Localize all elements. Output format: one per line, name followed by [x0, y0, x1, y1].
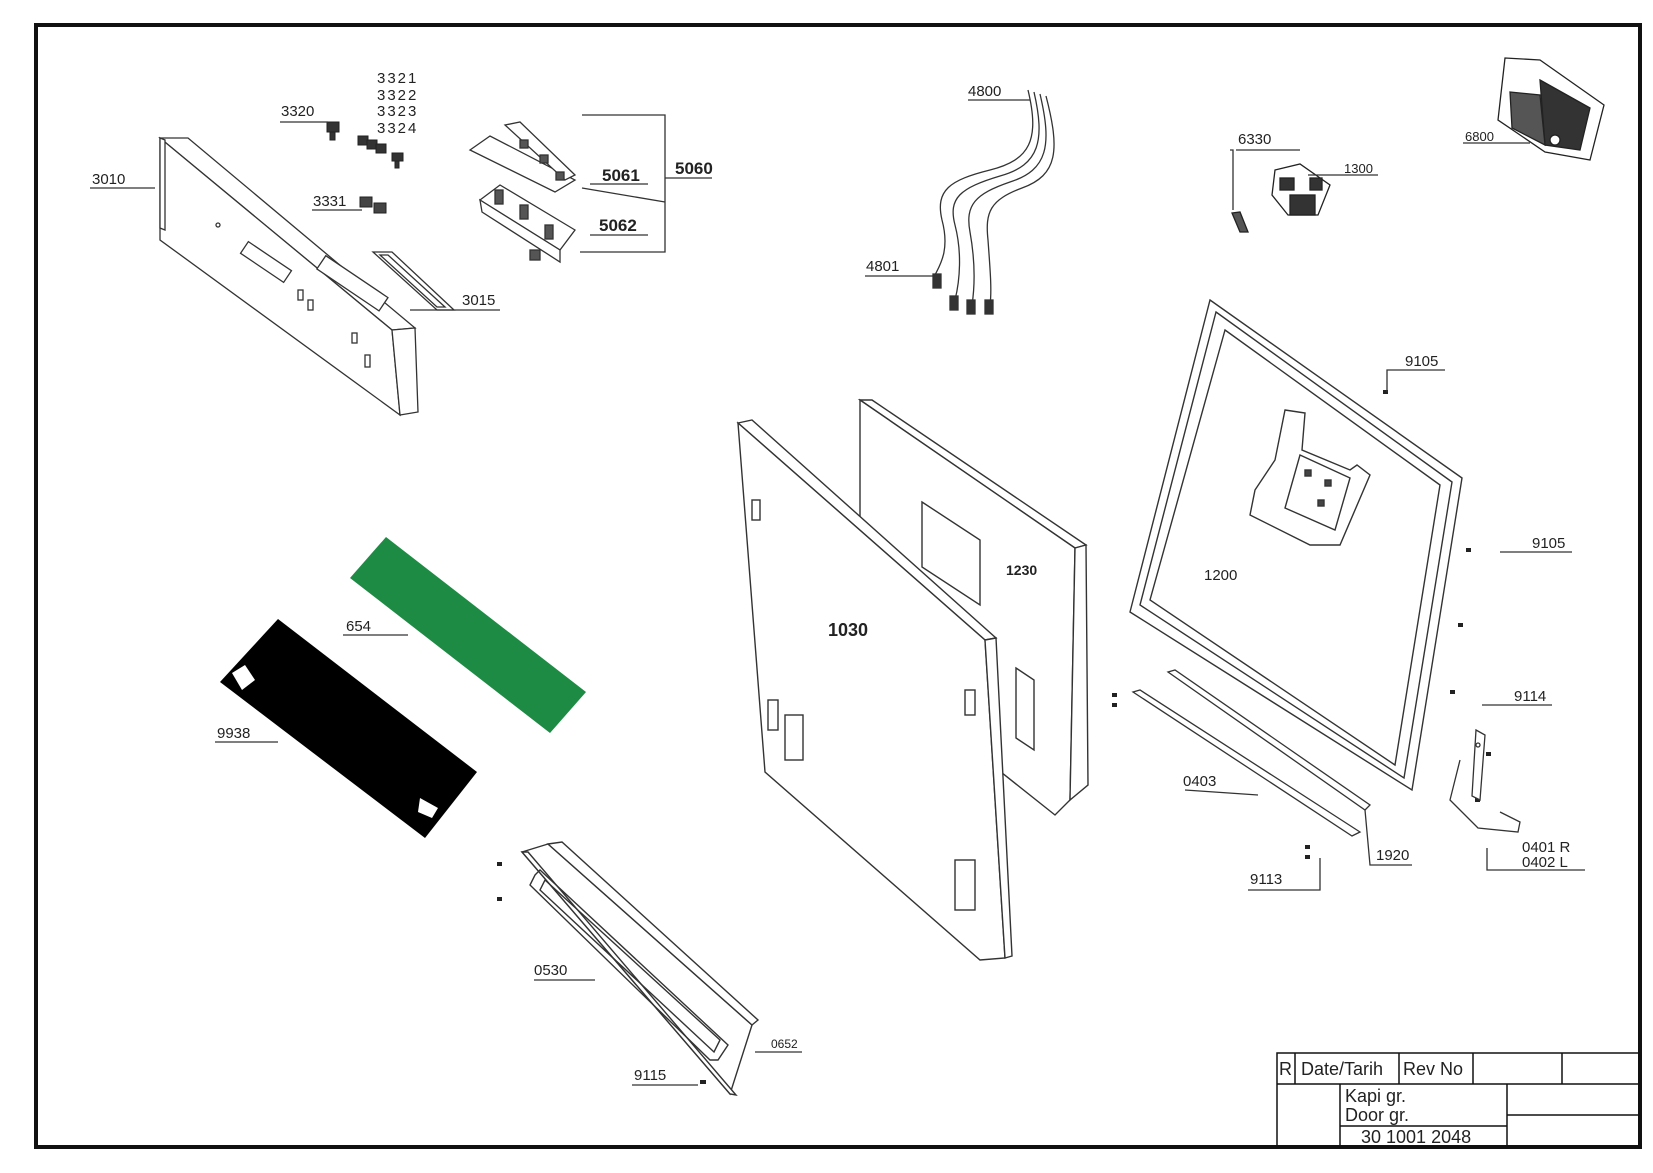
leader-5060 — [580, 114, 712, 253]
leader-lines — [90, 99, 1585, 1086]
part-labels: 3010 3320 3321 3322 3323 3324 3331 3015 … — [92, 70, 1571, 1084]
label-654: 654 — [346, 618, 371, 635]
electronic-module-5062 — [478, 184, 576, 264]
label-0530: 0530 — [534, 962, 567, 979]
pad-9938 — [220, 619, 477, 838]
title-block-text: R Date/Tarih Rev No Kapi gr. Door gr. 30… — [1279, 1059, 1471, 1147]
label-3331: 3331 — [313, 193, 346, 210]
title-block — [1276, 1052, 1641, 1148]
door-lock-1300 — [1231, 163, 1331, 233]
label-6330: 6330 — [1238, 131, 1271, 148]
wiring-harness-4800 — [932, 89, 1055, 315]
label-5060: 5060 — [675, 159, 713, 178]
dispenser-6800 — [1497, 57, 1605, 161]
label-0401r: 0401 R — [1522, 839, 1571, 856]
label-1300: 1300 — [1344, 161, 1373, 176]
label-1230: 1230 — [1006, 562, 1037, 578]
label-3321: 3321 — [377, 70, 418, 87]
label-3010: 3010 — [92, 171, 125, 188]
title-col-date: Date/Tarih — [1301, 1059, 1383, 1079]
label-9105-top: 9105 — [1405, 353, 1438, 370]
inner-door-1200 — [1129, 298, 1463, 792]
button-3331 — [359, 196, 387, 214]
strip-654 — [350, 537, 586, 733]
drawing-number: 30 1001 2048 — [1361, 1127, 1471, 1147]
label-4800: 4800 — [968, 83, 1001, 100]
outer-door-1030 — [736, 419, 1013, 961]
label-0403: 0403 — [1183, 773, 1216, 790]
label-9113: 9113 — [1250, 871, 1282, 888]
label-1200: 1200 — [1204, 567, 1237, 584]
label-3323: 3323 — [377, 103, 418, 120]
title-name-en: Door gr. — [1345, 1105, 1409, 1125]
label-6800: 6800 — [1465, 129, 1494, 144]
label-9105-right: 9105 — [1532, 535, 1565, 552]
drawing-frame — [34, 23, 1642, 1149]
label-0652: 0652 — [771, 1037, 798, 1051]
label-3015: 3015 — [462, 292, 495, 309]
label-4801: 4801 — [866, 258, 899, 275]
label-9115: 9115 — [634, 1067, 666, 1084]
window-3015 — [371, 251, 456, 311]
toe-plate-0530 — [520, 841, 760, 1097]
control-panel-3010 — [158, 136, 419, 417]
label-3324: 3324 — [377, 120, 418, 137]
title-name-tr: Kapi gr. — [1345, 1086, 1406, 1106]
label-9114: 9114 — [1514, 688, 1546, 705]
insulation-1230 — [857, 398, 1089, 816]
hinge-0401 — [1449, 728, 1521, 833]
label-3320: 3320 — [281, 103, 314, 120]
buttons-3320 — [326, 121, 404, 169]
label-5061: 5061 — [602, 166, 640, 185]
screws — [497, 390, 1491, 1084]
label-5062: 5062 — [599, 216, 637, 235]
label-0402l: 0402 L — [1522, 854, 1568, 871]
title-col-revno: Rev No — [1403, 1059, 1463, 1079]
label-1920: 1920 — [1376, 847, 1409, 864]
label-1030: 1030 — [828, 620, 868, 640]
label-3322: 3322 — [377, 87, 418, 104]
label-9938: 9938 — [217, 725, 250, 742]
electronic-module-5061 — [468, 121, 577, 193]
part-0403 — [1131, 669, 1372, 837]
title-col-r: R — [1279, 1059, 1292, 1079]
